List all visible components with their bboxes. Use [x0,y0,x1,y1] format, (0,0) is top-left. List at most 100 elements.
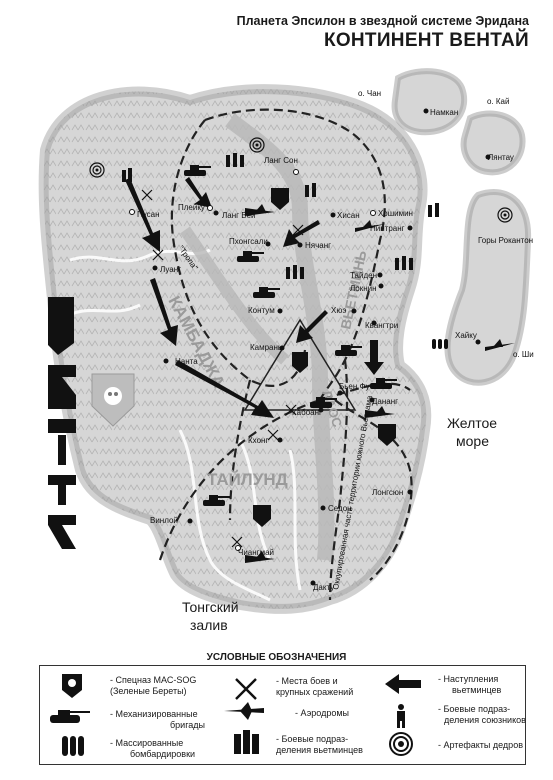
city-marker [293,169,299,175]
legend-swords-icon [235,678,257,700]
city-marker [207,205,213,211]
emblem-glyphs [48,297,76,549]
city-marker [407,225,413,231]
city-marker [370,210,376,216]
legend-arrow-icon [385,674,421,694]
legend-bomb: - Массированные бомбардировки [110,738,196,759]
shield-icon [292,352,308,373]
city-label: Нинтранг [370,224,405,233]
city-marker [369,397,375,403]
bomb-icon [432,339,448,349]
legend-title: УСЛОВНЫЕ ОБОЗНАЧЕНИЯ [206,652,347,663]
city-marker [320,505,326,511]
city-label: Лонгсюн [372,488,403,497]
city-label: Нячанг [305,241,331,250]
legend-ally-icon [397,704,405,728]
legend-bomb-icon [62,736,84,756]
city-marker [378,283,384,289]
jet-icon [355,220,385,232]
island-chan [391,68,468,136]
city-label: Нанта [175,357,198,366]
city-label: Чиангмай [238,548,274,557]
city-marker [407,489,413,495]
city-label: Лянтау [488,153,514,162]
spiral-icon [497,207,513,223]
map-symbols [89,137,515,563]
legend-mech: - Механизированные бригады [110,709,205,730]
city-marker [152,265,158,271]
legend-advance: - Наступления вьетминцев [438,674,502,695]
legend-sog: - Спецназ МАС-SOG (Зеленые Береты) [110,675,197,696]
tank-icon [253,287,280,298]
city-marker [310,580,316,586]
city-marker [423,108,429,114]
city-label: Намкан [430,108,458,117]
tank-icon [184,165,211,176]
legend-spiral-icon [389,732,413,756]
legend-soldiers-icon [234,730,259,754]
legend-ally: - Боевые подраз- деления союзников [438,704,526,725]
sea-yellow-1: Желтое [447,415,497,431]
crossed-swords-icon [141,189,304,548]
trail-band [225,113,335,561]
shield-icon [271,188,289,210]
gulf-tonk-2: залив [190,617,228,633]
island-kai [460,110,526,176]
mac-sog-badge-icon [91,373,135,427]
artefact-triangle [243,318,357,411]
city-label: Бьен Фу [339,382,370,391]
legend-tank-icon [50,710,90,723]
tank-icon [370,378,397,389]
city-marker [318,407,324,413]
city-label: Квангтри [365,321,398,330]
city-label: Тайден [350,271,377,280]
city-marker [235,545,241,551]
tank-icon [310,397,337,408]
tank-icon [335,345,362,356]
city-marker [187,518,193,524]
city-label: Пхонгсали [229,237,268,246]
city-marker [213,210,219,216]
city-marker [163,358,169,364]
map-subtitle: Планета Эпсилон в звездной системе Эрида… [236,14,529,28]
city-label: Ланг Сон [264,156,298,165]
spiral-icon [89,162,105,178]
legend-artefacts: - Артефакты дедров [438,740,523,750]
shield-icon [253,505,271,527]
city-label: Хюэ [331,306,346,315]
city-label: Винлой [150,516,178,525]
region-tailund: ТАЙЛУНД [207,470,288,489]
jet-icon [245,204,275,216]
city-marker [330,212,336,218]
island-chan-label: о. Чан [358,89,381,98]
city-marker [277,308,283,314]
gulf-tonk-1: Тонгский [182,599,239,615]
city-marker [297,242,303,248]
city-label: Хошимин [378,209,413,218]
city-label: Горы Рокантон [478,236,533,245]
city-label: Хайку [455,331,477,340]
spiral-icon [249,137,265,153]
city-label: Дакту [313,583,334,592]
cities-layer: Ланг Сон Плейку Ланг Вей Хисан Хошимин П… [129,108,533,592]
tank-icon [237,251,264,262]
city-marker [485,154,491,160]
city-marker [337,390,343,396]
legend-air: - Аэродромы [295,708,350,718]
jet-icon [485,339,515,351]
shield-icon [378,424,396,446]
city-label: Локнин [350,284,377,293]
city-marker [129,209,135,215]
city-label: Хисан [337,211,360,220]
city-marker [265,241,271,247]
jet-icon [365,406,395,418]
city-label: Кхонг [248,436,268,445]
jet-icon [245,551,275,563]
city-marker [377,272,383,278]
city-marker [351,308,357,314]
tank-icon [203,495,230,506]
city-label: Седон [328,504,352,513]
island-kai-label: о. Кай [487,97,509,106]
soldiers-icon [122,153,439,279]
